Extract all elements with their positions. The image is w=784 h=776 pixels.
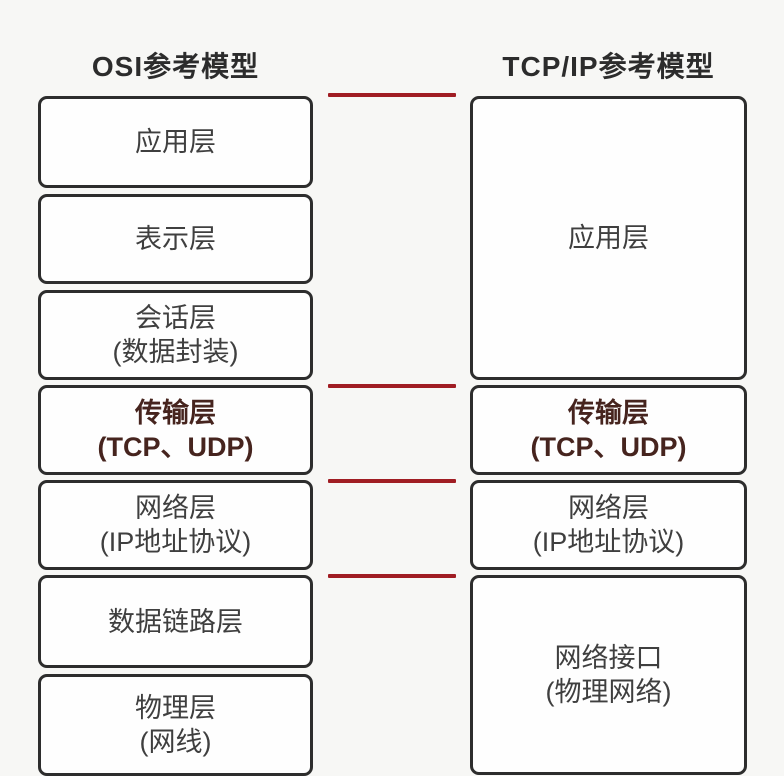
layer-label: 网络层 xyxy=(135,493,216,523)
osi-layer-session: 会话层 (数据封装) xyxy=(38,290,313,380)
tcpip-layer-application: 应用层 xyxy=(470,96,747,380)
layer-sublabel: (TCP、UDP) xyxy=(97,432,254,462)
tcpip-layer-network: 网络层 (IP地址协议) xyxy=(470,480,747,570)
tcpip-layer-transport: 传输层 (TCP、UDP) xyxy=(470,385,747,475)
tcpip-layer-network-interface: 网络接口 (物理网络) xyxy=(470,575,747,775)
layer-sublabel: (数据封装) xyxy=(112,337,239,367)
layer-sublabel: (TCP、UDP) xyxy=(530,432,687,462)
osi-layer-physical: 物理层 (网线) xyxy=(38,674,313,776)
osi-layer-presentation: 表示层 xyxy=(38,194,313,284)
layer-sublabel: (网线) xyxy=(139,727,212,757)
layer-label: 网络层 xyxy=(568,493,649,523)
osi-layer-network: 网络层 (IP地址协议) xyxy=(38,480,313,570)
layer-label: 表示层 xyxy=(135,224,216,254)
osi-model-title: OSI参考模型 xyxy=(91,51,260,82)
osi-layer-datalink: 数据链路层 xyxy=(38,575,313,668)
layer-label: 会话层 xyxy=(135,303,216,333)
layer-label: 网络接口 xyxy=(554,643,663,673)
osi-layer-application: 应用层 xyxy=(38,96,313,188)
tcpip-model-title: TCP/IP参考模型 xyxy=(502,51,715,82)
layer-label: 数据链路层 xyxy=(108,606,243,637)
osi-layer-transport: 传输层 (TCP、UDP) xyxy=(38,385,313,475)
layer-label: 传输层 xyxy=(568,398,649,428)
connector-line-network xyxy=(328,479,456,483)
layer-label: 物理层 xyxy=(135,693,216,723)
connector-line-application xyxy=(328,93,456,97)
layer-sublabel: (IP地址协议) xyxy=(99,527,252,557)
layer-sublabel: (物理网络) xyxy=(545,677,672,707)
connector-line-link xyxy=(328,574,456,578)
layer-label: 应用层 xyxy=(135,127,216,157)
connector-line-transport xyxy=(328,384,456,388)
layer-sublabel: (IP地址协议) xyxy=(532,527,685,557)
layer-label: 传输层 xyxy=(135,398,216,428)
layer-label: 应用层 xyxy=(568,223,649,253)
